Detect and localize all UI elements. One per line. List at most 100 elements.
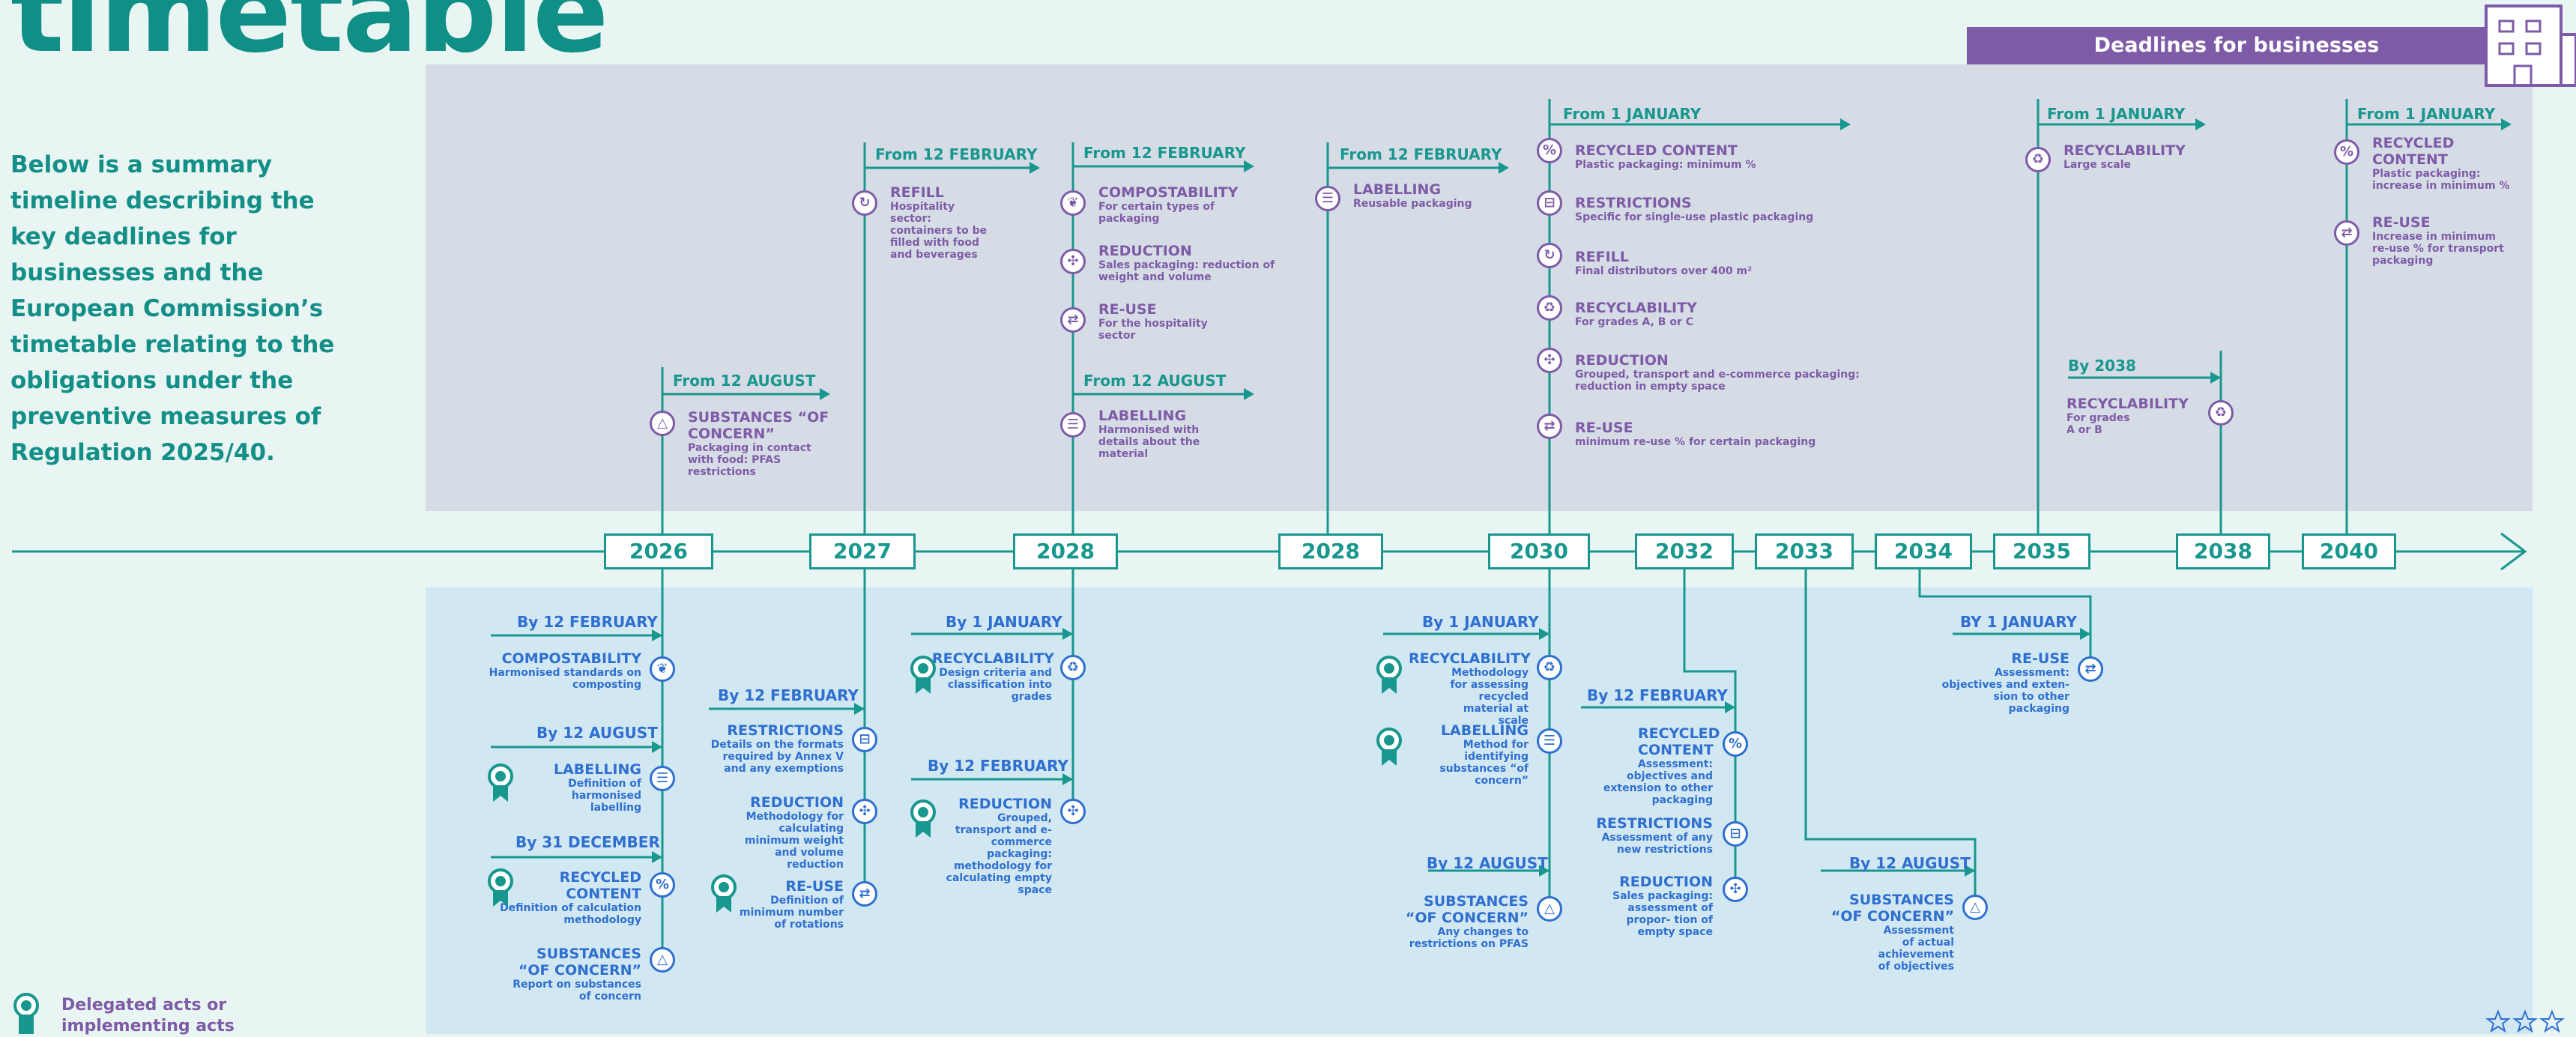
- compress-arrows-icon: ✣: [1060, 249, 1086, 274]
- milestone-desc: Methodology for calculating minimum weig…: [744, 811, 844, 871]
- date-label: By 31 DECEMBER: [515, 833, 660, 851]
- milestone: LABELLING Definition of harmonised label…: [492, 761, 641, 814]
- year-2030: 2030: [1488, 533, 1590, 569]
- milestone: REFILL Final distributors over 400 m²: [1575, 249, 1845, 277]
- milestone-desc: Hospitality sector: containers to be fil…: [890, 201, 988, 261]
- milestone: RE-USE Increase in minimum re-use % for …: [2372, 214, 2515, 267]
- recycle-icon: ♻: [2208, 400, 2234, 426]
- milestone-title: RECYCLED CONTENT: [1638, 725, 1720, 758]
- date-label: BY 1 JANUARY: [1960, 613, 2078, 631]
- milestone: LABELLING Method for identifying substan…: [1439, 722, 1529, 787]
- milestone: SUBSTANCES “OF CONCERN” Assessment of ac…: [1821, 892, 1954, 973]
- loop-arrows-icon: ⇄: [1537, 414, 1562, 439]
- recycle-icon: ♻: [1537, 295, 1562, 321]
- milestone-desc: For grades A or B: [2066, 412, 2130, 436]
- date-label: From 12 FEBRUARY: [1083, 144, 1246, 162]
- milestone-desc: Assessment of any new restrictions: [1601, 832, 1713, 856]
- milestone-title: REDUCTION: [1619, 874, 1713, 890]
- date-label: From 1 JANUARY: [1563, 105, 1702, 123]
- milestone-desc: Plastic packaging: minimum %: [1575, 159, 1756, 171]
- milestone-desc: Any changes to restrictions on PFAS: [1409, 926, 1529, 950]
- leaf-icon: ❦: [650, 656, 675, 682]
- milestone: RECYCLABILITY Large scale: [2063, 142, 2213, 171]
- date-label: By 12 FEBRUARY: [517, 613, 658, 631]
- milestone-title: RE-USE: [1575, 420, 1633, 436]
- milestone-title: RESTRICTIONS: [727, 722, 844, 739]
- refill-arrow-icon: ↻: [852, 190, 877, 216]
- businesses-banner: Deadlines for businesses: [1967, 27, 2506, 64]
- milestone-title: RECYCLABILITY: [2066, 396, 2189, 412]
- milestone-desc: Harmonised standards on composting: [489, 667, 641, 691]
- milestone-title: RE-USE: [2011, 650, 2069, 667]
- warning-triangle-icon: △: [1537, 896, 1562, 922]
- milestone: REDUCTION Methodology for calculating mi…: [724, 794, 844, 871]
- loop-arrows-icon: ⇄: [852, 881, 877, 907]
- date-label: By 1 JANUARY: [946, 613, 1062, 631]
- milestone-desc: Assessment of actual achievement of obje…: [1878, 925, 1954, 973]
- milestone: REDUCTION Grouped, transport and e-comme…: [1575, 352, 1890, 393]
- milestone: RE-USE For the hospitality sector: [1098, 301, 1241, 342]
- compress-arrows-icon: ✣: [1060, 799, 1086, 824]
- page-title: timetable: [10, 0, 609, 78]
- recycle-icon: ♻: [1060, 655, 1086, 680]
- businesses-panel: [426, 64, 2533, 511]
- year-2034: 2034: [1875, 533, 1972, 569]
- milestone-title: RECYCLABILITY: [1409, 650, 1531, 667]
- milestone-desc: Design criteria and classification into …: [939, 667, 1052, 703]
- award-ribbon-icon: [908, 799, 938, 844]
- milestone: LABELLING Reusable packaging: [1353, 181, 1518, 210]
- milestone-desc: Report on substances of concern: [513, 979, 641, 1003]
- milestone-desc: Reusable packaging: [1353, 198, 1472, 210]
- leaf-icon: ❦: [1060, 190, 1086, 216]
- milestone-desc: For certain types of packaging: [1098, 201, 1215, 225]
- milestone-desc: Harmonised with details about the materi…: [1098, 424, 1200, 460]
- date-label: From 12 FEBRUARY: [875, 145, 1038, 163]
- label-doc-icon: ☰: [1537, 728, 1562, 754]
- milestone-title: RESTRICTIONS: [1596, 815, 1713, 832]
- milestone: RESTRICTIONS Details on the formats requ…: [707, 722, 844, 775]
- award-ribbon-icon: [486, 763, 515, 808]
- milestone: LABELLING Harmonised with details about …: [1098, 408, 1218, 460]
- milestone: RECYCLABILITY For grades A or B: [2066, 396, 2194, 436]
- milestone-desc: For the hospitality sector: [1098, 318, 1208, 342]
- milestone: RECYCLABILITY Design criteria and classi…: [932, 650, 1054, 703]
- year-2028-b: 2028: [1278, 533, 1383, 569]
- milestone-title: RECYCLED CONTENT: [1575, 142, 1738, 159]
- milestone-desc: Packaging in contact with food: PFAS res…: [688, 442, 811, 478]
- milestone-desc: Definition of harmonised labelling: [568, 778, 641, 814]
- milestone-title: REDUCTION: [1098, 243, 1192, 259]
- year-2026: 2026: [604, 533, 713, 569]
- milestone-title: SUBSTANCES “OF CONCERN”: [1405, 893, 1529, 926]
- year-2035: 2035: [1993, 533, 2090, 569]
- date-label: By 12 AUGUST: [1849, 854, 1971, 872]
- milestone-desc: Plastic packaging: increase in minimum %: [2372, 168, 2510, 192]
- milestone: RESTRICTIONS Assessment of any new restr…: [1578, 815, 1713, 856]
- milestone-desc: Assessment: objectives and extension to …: [1603, 758, 1713, 806]
- award-ribbon-icon: [709, 874, 739, 919]
- year-2027: 2027: [809, 533, 916, 569]
- date-label: By 12 FEBRUARY: [1587, 686, 1728, 704]
- milestone-desc: Methodology for assessing recycled mater…: [1450, 667, 1529, 727]
- milestone-title: RECYCLABILITY: [1575, 300, 1697, 316]
- milestone-desc: Grouped, transport and e-commerce packag…: [946, 812, 1052, 896]
- restriction-icon: ⊟: [1723, 821, 1748, 847]
- milestone: RE-USE Definition of minimum number of r…: [739, 878, 844, 931]
- warning-triangle-icon: △: [650, 411, 675, 436]
- year-2028-a: 2028: [1013, 533, 1118, 569]
- loop-arrows-icon: ⇄: [2078, 656, 2103, 682]
- milestone-desc: Increase in minimum re-use % for transpo…: [2372, 231, 2504, 267]
- milestone-title: LABELLING: [1440, 722, 1529, 739]
- award-ribbon-icon: [486, 868, 515, 913]
- year-2040: 2040: [2302, 533, 2396, 569]
- milestone-title: REDUCTION: [958, 796, 1052, 812]
- percent-icon: %: [1723, 731, 1748, 757]
- date-label: By 2038: [2068, 357, 2136, 375]
- compress-arrows-icon: ✣: [852, 799, 877, 824]
- date-label: By 12 FEBRUARY: [928, 757, 1068, 775]
- restriction-icon: ⊟: [1537, 190, 1562, 216]
- milestone: RECYCLED CONTENT Definition of calculati…: [480, 869, 641, 926]
- label-doc-icon: ☰: [1315, 186, 1340, 211]
- warning-triangle-icon: △: [1962, 895, 1988, 920]
- percent-icon: %: [1537, 138, 1562, 163]
- intro-text: Below is a summary timeline describing t…: [10, 151, 335, 466]
